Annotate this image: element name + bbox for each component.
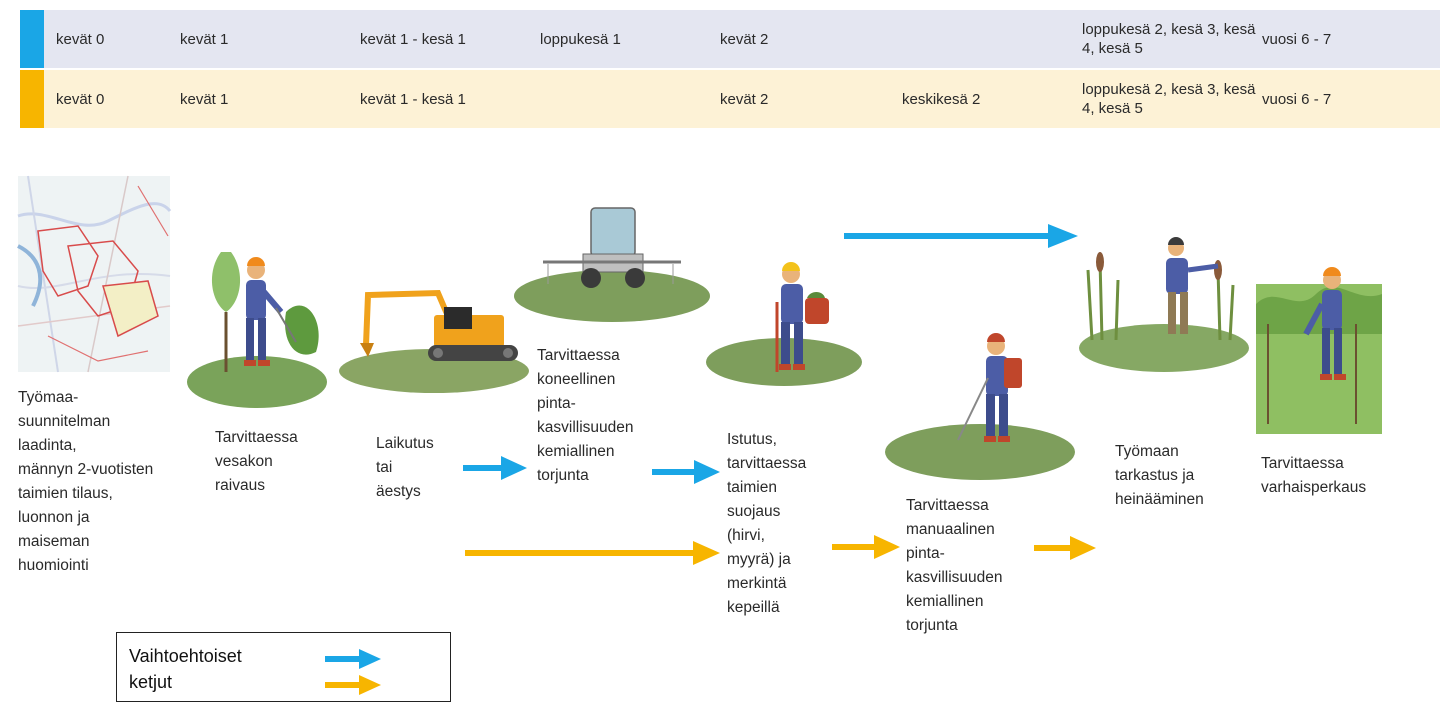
timeline-cell: kevät 1 xyxy=(180,90,229,108)
legend-box: Vaihtoehtoiset ketjut xyxy=(116,632,451,702)
orange-marker xyxy=(20,70,44,128)
arrow-blue-right xyxy=(463,456,527,480)
timeline-cell: vuosi 6 - 7 xyxy=(1262,90,1332,108)
timeline-cell: loppukesä 1 xyxy=(540,30,621,48)
timeline-cell: kevät 1 - kesä 1 xyxy=(360,30,466,48)
hay-worker-icon xyxy=(1079,237,1249,372)
step-scarify-label: Laikutus tai äestys xyxy=(376,435,434,500)
legend-arrow-blue xyxy=(325,649,381,669)
timeline-cell: kevät 1 - kesä 1 xyxy=(360,90,466,108)
timeline-cell xyxy=(540,70,715,128)
blue-marker xyxy=(20,10,44,68)
step-early-clearing-label: Tarvittaessa varhaisperkaus xyxy=(1261,455,1367,496)
legend-arrow-orange xyxy=(325,675,381,695)
spraying-worker-icon xyxy=(885,333,1075,480)
thinning-worker-icon xyxy=(1256,267,1382,434)
timeline-cell: kevät 2 xyxy=(720,30,769,48)
timeline-cell: keskikesä 2 xyxy=(902,90,981,108)
timeline-cell: kevät 2 xyxy=(720,90,769,108)
timeline-row-blue: kevät 0 kevät 1 kevät 1 - kesä 1 loppuke… xyxy=(20,10,1440,68)
planting-worker-icon xyxy=(706,262,862,386)
step-clearing-label: Tarvittaessa vesakon raivaus xyxy=(215,429,298,494)
timeline-row-orange: kevät 0 kevät 1 kevät 1 - kesä 1 kevät 2… xyxy=(20,70,1440,128)
arrow-orange-right xyxy=(1034,536,1096,560)
step-plan-label: Työmaa- suunnitelman laadinta, männyn 2-… xyxy=(18,389,154,574)
arrow-blue-right xyxy=(844,224,1078,248)
step-planting-label: Istutus, tarvittaessa taimien suojaus (h… xyxy=(727,431,807,616)
arrow-blue-right xyxy=(652,460,720,484)
arrow-orange-right xyxy=(832,535,900,559)
tractor-sprayer-icon xyxy=(514,207,710,322)
timeline-cell: vuosi 6 - 7 xyxy=(1262,30,1332,48)
step-inspection-label: Työmaan tarkastus ja heinääminen xyxy=(1115,443,1204,508)
timeline-cell: loppukesä 2, kesä 3, kesä 4, kesä 5 xyxy=(1082,81,1256,117)
timeline-cell: kevät 0 xyxy=(56,90,105,108)
step-chem-machine-label: Tarvittaessa koneellinen pinta- kasvilli… xyxy=(537,347,634,484)
arrow-orange-right xyxy=(465,541,720,565)
legend-text: Vaihtoehtoiset ketjut xyxy=(129,646,242,692)
site-map-icon xyxy=(17,175,172,373)
timeline-cell xyxy=(902,10,1077,68)
clearing-worker-icon xyxy=(187,252,327,408)
step-chem-manual-label: Tarvittaessa manuaalinen pinta- kasvilli… xyxy=(906,497,1003,634)
timeline-cell: kevät 0 xyxy=(56,30,105,48)
excavator-icon xyxy=(339,289,529,393)
timeline-cell: loppukesä 2, kesä 3, kesä 4, kesä 5 xyxy=(1082,21,1256,57)
timeline-cell: kevät 1 xyxy=(180,30,229,48)
